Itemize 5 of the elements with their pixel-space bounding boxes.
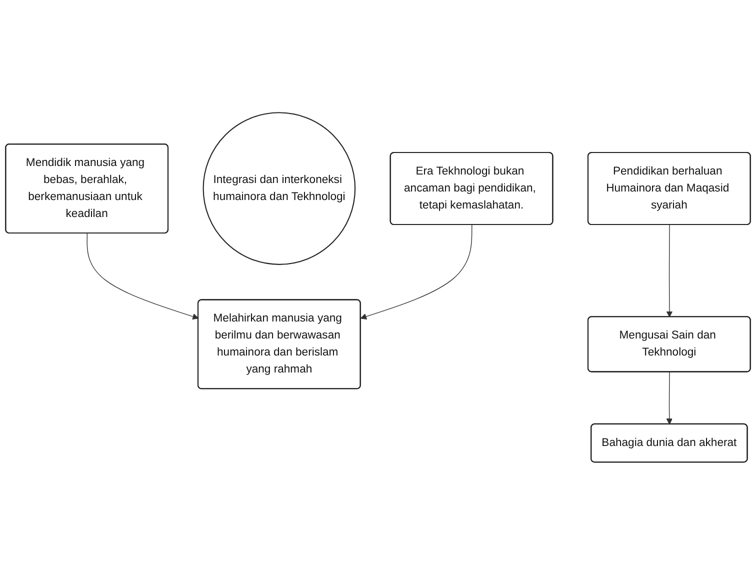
arrow xyxy=(86,233,199,320)
arrow xyxy=(360,224,472,320)
arrow xyxy=(666,224,673,318)
arrow xyxy=(666,372,673,425)
node-circle: Integrasi dan interkoneksi humainora dan Tekhnologi xyxy=(202,112,356,266)
